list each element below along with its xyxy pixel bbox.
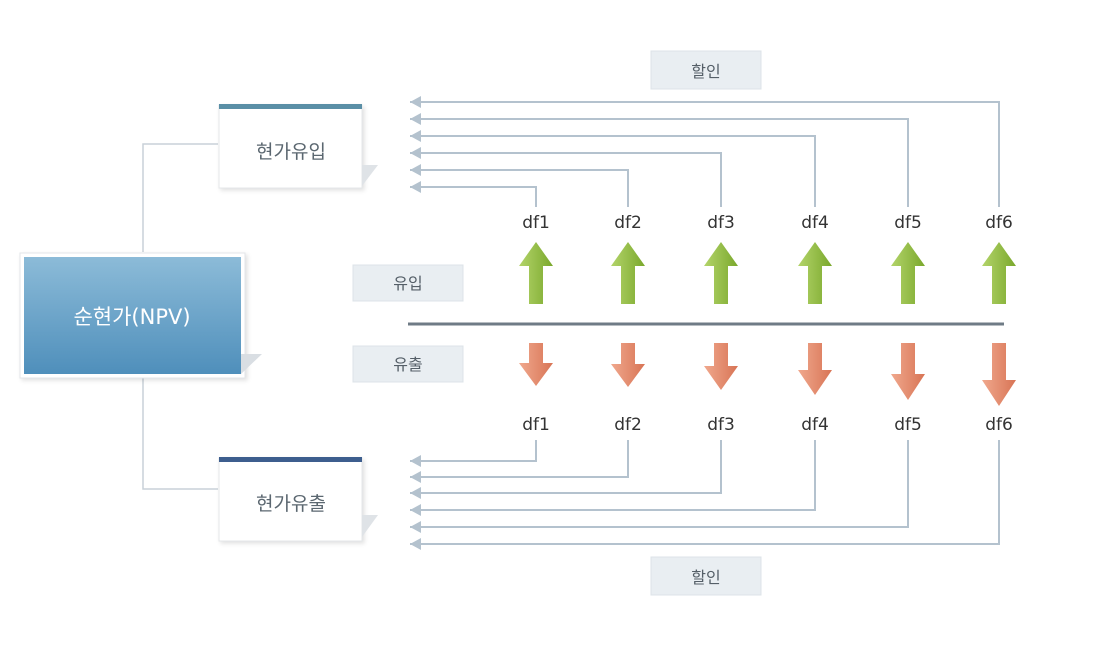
discount-line-1 bbox=[410, 440, 537, 462]
factor-label: df5 bbox=[894, 213, 922, 233]
arrowhead-2 bbox=[410, 471, 421, 483]
factor-label: df2 bbox=[614, 415, 642, 435]
outflow-pv-bar bbox=[219, 457, 362, 462]
discount-line-4 bbox=[410, 440, 816, 511]
discount-line-2 bbox=[410, 169, 629, 207]
npv-to-outflow-connector bbox=[142, 378, 218, 490]
down-arrow-icon bbox=[519, 343, 553, 386]
inflow-pv-fold bbox=[362, 165, 378, 186]
discount-line-6 bbox=[410, 440, 1000, 545]
inflow-pv-box: 현가유입 bbox=[218, 104, 378, 189]
arrowhead-6 bbox=[410, 538, 421, 550]
down-arrow-icon bbox=[891, 343, 925, 400]
down-arrow-icon bbox=[611, 343, 645, 387]
arrowhead-1 bbox=[410, 181, 421, 193]
arrowhead-1 bbox=[410, 455, 421, 467]
discount-line-3 bbox=[410, 152, 722, 207]
arrowhead-6 bbox=[410, 96, 421, 108]
discount-line-5 bbox=[410, 440, 909, 528]
down-arrow-icon bbox=[704, 343, 738, 390]
npv-to-inflow-connector bbox=[142, 143, 218, 252]
factor-label: df1 bbox=[522, 415, 550, 435]
inflow-arrows bbox=[519, 242, 1016, 304]
outflow-tag: 유출 bbox=[352, 345, 464, 383]
factor-label: df6 bbox=[985, 213, 1013, 233]
arrowhead-5 bbox=[410, 113, 421, 125]
up-arrow-icon bbox=[611, 242, 645, 304]
outflow-label: 유출 bbox=[393, 355, 422, 374]
outflow-arrows bbox=[519, 343, 1016, 406]
factor-label: df5 bbox=[894, 415, 922, 435]
arrowhead-4 bbox=[410, 504, 421, 516]
arrowhead-5 bbox=[410, 521, 421, 533]
discount-line-5 bbox=[410, 118, 909, 207]
discount-line-6 bbox=[410, 101, 1000, 207]
discount-bottom-label: 할인 bbox=[691, 568, 720, 587]
arrowhead-2 bbox=[410, 164, 421, 176]
factor-label: df2 bbox=[614, 213, 642, 233]
discount-line-3 bbox=[410, 440, 722, 494]
npv-box: 순현가(NPV) bbox=[19, 252, 262, 379]
factor-labels-bottom: df1 df2 df3 df4 df5 df6 bbox=[522, 415, 1013, 435]
factor-labels-top: df1 df2 df3 df4 df5 df6 bbox=[522, 213, 1013, 233]
inflow-tag: 유입 bbox=[352, 264, 464, 302]
inflow-label: 유입 bbox=[393, 274, 422, 293]
arrowhead-4 bbox=[410, 130, 421, 142]
factor-label: df4 bbox=[801, 415, 829, 435]
arrowhead-3 bbox=[410, 487, 421, 499]
up-arrow-icon bbox=[982, 242, 1016, 304]
inflow-pv-label: 현가유입 bbox=[256, 141, 326, 163]
inflow-pv-bar bbox=[219, 104, 362, 109]
down-arrow-icon bbox=[798, 343, 832, 395]
factor-label: df1 bbox=[522, 213, 550, 233]
outflow-pv-box: 현가유출 bbox=[218, 457, 378, 542]
discount-line-1 bbox=[410, 186, 537, 207]
up-arrow-icon bbox=[891, 242, 925, 304]
npv-box-fold bbox=[241, 354, 262, 374]
up-arrow-icon bbox=[519, 242, 553, 304]
discount-top-label: 할인 bbox=[691, 62, 720, 81]
discount-tag-bottom: 할인 bbox=[650, 556, 762, 596]
factor-label: df3 bbox=[707, 213, 735, 233]
arrowhead-3 bbox=[410, 147, 421, 159]
discount-line-4 bbox=[410, 135, 816, 207]
up-arrow-icon bbox=[798, 242, 832, 304]
factor-label: df3 bbox=[707, 415, 735, 435]
npv-label: 순현가(NPV) bbox=[73, 305, 190, 329]
discount-line-2 bbox=[410, 440, 629, 478]
discount-tag-top: 할인 bbox=[650, 50, 762, 90]
factor-label: df4 bbox=[801, 213, 829, 233]
factor-label: df6 bbox=[985, 415, 1013, 435]
outflow-pv-fold bbox=[362, 515, 378, 537]
outflow-discount-connectors bbox=[410, 440, 1000, 550]
up-arrow-icon bbox=[704, 242, 738, 304]
down-arrow-icon bbox=[982, 343, 1016, 406]
outflow-pv-label: 현가유출 bbox=[256, 493, 326, 515]
inflow-discount-connectors bbox=[410, 96, 1000, 207]
